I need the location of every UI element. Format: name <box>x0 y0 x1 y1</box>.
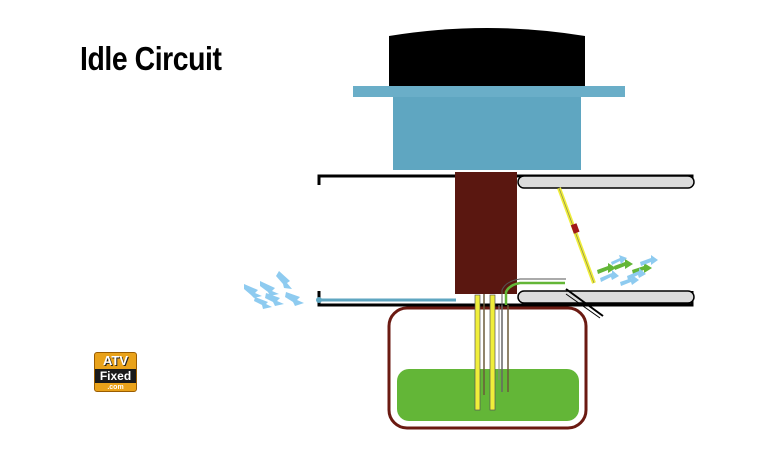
logo-line-2: Fixed <box>95 369 136 383</box>
upper-bypass-passage <box>517 175 695 189</box>
idle-passage-outline <box>501 278 566 305</box>
lower-bypass-passage <box>517 290 695 304</box>
incoming-air-arrows <box>244 271 304 309</box>
throttle-slide <box>455 172 517 294</box>
main-jet-right <box>489 294 496 411</box>
outgoing-mixture-arrows <box>597 255 658 286</box>
linkage-marker <box>570 223 580 234</box>
pilot-air-inlet <box>316 297 322 303</box>
diagram-title: Idle Circuit <box>80 40 222 77</box>
atv-fixed-logo: ATV Fixed .com <box>94 352 137 392</box>
logo-line-3: .com <box>107 384 124 391</box>
logo-line-1: ATV <box>102 353 129 368</box>
idle-screw-tip <box>565 293 601 319</box>
fuel-level <box>397 369 579 421</box>
idle-screw <box>565 288 604 317</box>
throttle-linkage-outline <box>558 187 595 284</box>
carb-top-cap <box>389 28 585 86</box>
slide-chamber <box>393 97 581 170</box>
main-jet-left <box>474 294 481 411</box>
idle-mixture-passage <box>504 281 565 305</box>
carb-flange <box>353 86 625 97</box>
